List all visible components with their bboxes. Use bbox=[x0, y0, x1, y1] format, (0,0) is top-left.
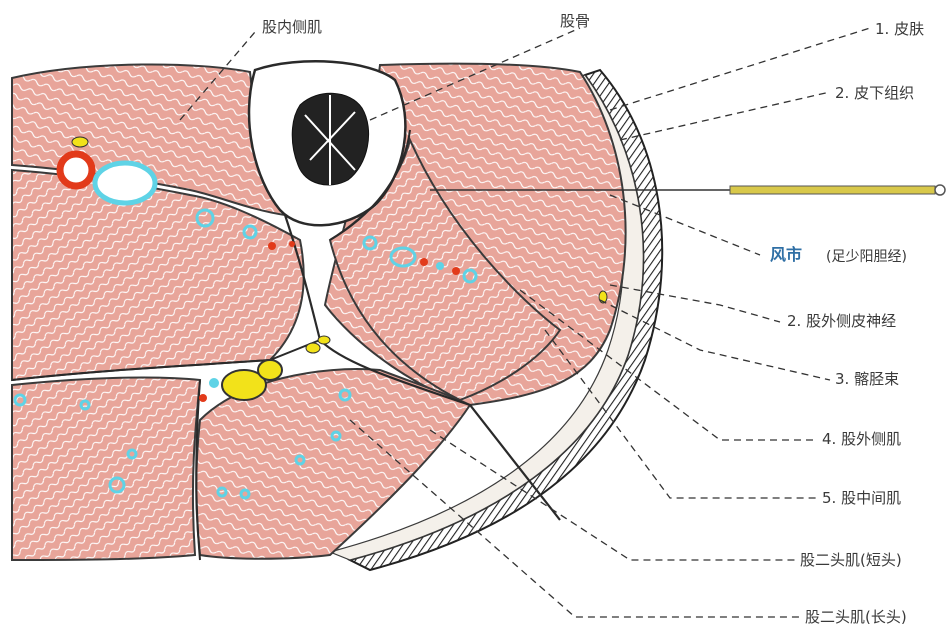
saphenous-nerve bbox=[72, 137, 88, 147]
label-iliotibial-tract: 3. 髂胫束 bbox=[835, 370, 899, 388]
label-vastus-lateralis: 4. 股外侧肌 bbox=[822, 430, 901, 448]
label-lat-fem-cut-nerve: 2. 股外侧皮神经 bbox=[787, 312, 896, 330]
label-acupoint-name: 风市 bbox=[770, 246, 802, 264]
label-subcutaneous: 2. 皮下组织 bbox=[835, 84, 914, 102]
label-vastus-intermedius: 5. 股中间肌 bbox=[822, 489, 901, 507]
biceps-long-head-muscle bbox=[12, 378, 200, 560]
label-vastus-medialis: 股内侧肌 bbox=[262, 18, 322, 36]
femoral-artery bbox=[60, 154, 92, 186]
label-skin: 1. 皮肤 bbox=[875, 20, 924, 38]
label-biceps-long-head: 股二头肌(长头) bbox=[805, 608, 907, 626]
femoral-vein bbox=[95, 163, 155, 203]
label-biceps-short-head: 股二头肌(短头) bbox=[800, 551, 902, 569]
needle-handle bbox=[730, 186, 935, 194]
label-acupoint-meridian: (足少阳胆经) bbox=[826, 248, 907, 266]
label-femur: 股骨 bbox=[560, 12, 590, 30]
